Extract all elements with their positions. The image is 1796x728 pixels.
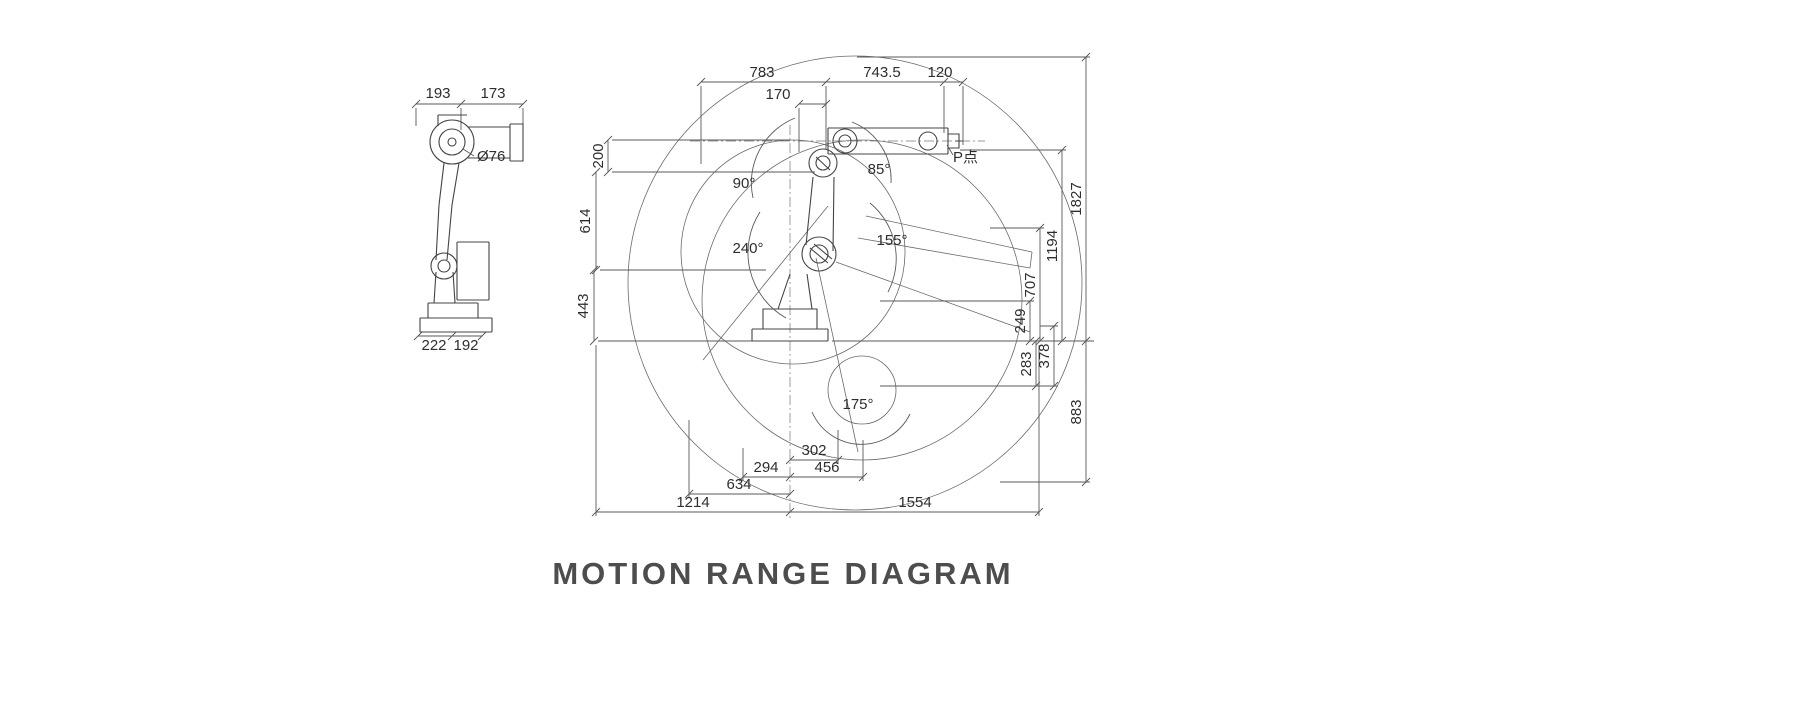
dim-label-1827: 1827 [1068, 182, 1085, 215]
angle-label-155: 155° [876, 232, 907, 249]
dim-label-120: 120 [927, 64, 952, 81]
wrist-flange-circle [918, 131, 938, 151]
page-title: MOTION RANGE DIAGRAM [552, 556, 1013, 591]
dim-label-1214: 1214 [676, 494, 709, 511]
dim-label-443: 443 [575, 293, 592, 318]
dim-label-783: 783 [749, 64, 774, 81]
sweep-construction-lines [702, 205, 1033, 453]
angle-arcs [747, 117, 911, 445]
dim-label-302: 302 [801, 442, 826, 459]
dim-label-192: 192 [453, 337, 478, 354]
top-dimension-lines [696, 77, 968, 164]
shoulder-joint-circle [801, 236, 837, 272]
side-view-wrist-joint-circle [429, 119, 475, 165]
right-dimension-lines [832, 52, 1094, 487]
dim-label-173: 173 [480, 85, 505, 102]
forearm-joint-inner-circle [838, 134, 852, 148]
p-point-label: P点 [953, 149, 978, 166]
side-view-lower-joint-inner-circle [437, 259, 451, 273]
dim-label-294: 294 [753, 459, 778, 476]
outer-motion-envelope-circle [627, 55, 1083, 511]
lower-wrist-envelope-circle [827, 355, 897, 425]
side-view-dimension-lines [411, 99, 528, 341]
angle-label-240: 240° [732, 240, 763, 257]
main-view-group: 783 743.5 120 170 200 614 443 90° 85° 24… [575, 52, 1094, 518]
angle-label-175: 175° [842, 396, 873, 413]
side-view-wrist-joint-center [447, 137, 457, 147]
bottom-dimension-lines [591, 345, 1044, 517]
dim-label-249: 249 [1012, 308, 1029, 333]
dim-label-707: 707 [1022, 272, 1039, 297]
dim-label-170: 170 [765, 86, 790, 103]
dim-label-614: 614 [577, 208, 594, 233]
mid-motion-envelope-circle [701, 139, 1023, 461]
side-view-lower-joint-circle [430, 252, 458, 280]
diameter-label-76: Ø76 [477, 148, 505, 165]
p-point-leader-line [946, 144, 954, 156]
dim-label-1194: 1194 [1044, 230, 1061, 262]
dim-label-883: 883 [1068, 399, 1085, 424]
main-robot-outline [751, 127, 963, 342]
side-view-wrist-joint-inner-circle [438, 128, 466, 156]
side-view-robot-outline [419, 114, 524, 333]
dim-label-193: 193 [425, 85, 450, 102]
angle-label-85: 85° [868, 161, 891, 178]
left-dimension-lines [589, 135, 815, 346]
side-view-group: 193 173 Ø76 222 192 [411, 85, 528, 354]
dim-label-283: 283 [1018, 351, 1035, 376]
angle-label-90: 90° [733, 175, 756, 192]
forearm-joint-circle [832, 128, 858, 154]
dim-label-200: 200 [590, 143, 607, 168]
dim-label-1554: 1554 [898, 494, 931, 511]
dim-label-378: 378 [1036, 343, 1053, 368]
left-motion-envelope-circle [680, 139, 906, 365]
dim-label-634: 634 [726, 476, 751, 493]
dim-label-222: 222 [421, 337, 446, 354]
dim-label-456: 456 [814, 459, 839, 476]
elbow-joint-inner-circle [815, 155, 831, 171]
elbow-joint-circle [808, 148, 838, 178]
dim-label-743-5: 743.5 [863, 64, 901, 81]
shoulder-joint-inner-circle [809, 244, 829, 264]
